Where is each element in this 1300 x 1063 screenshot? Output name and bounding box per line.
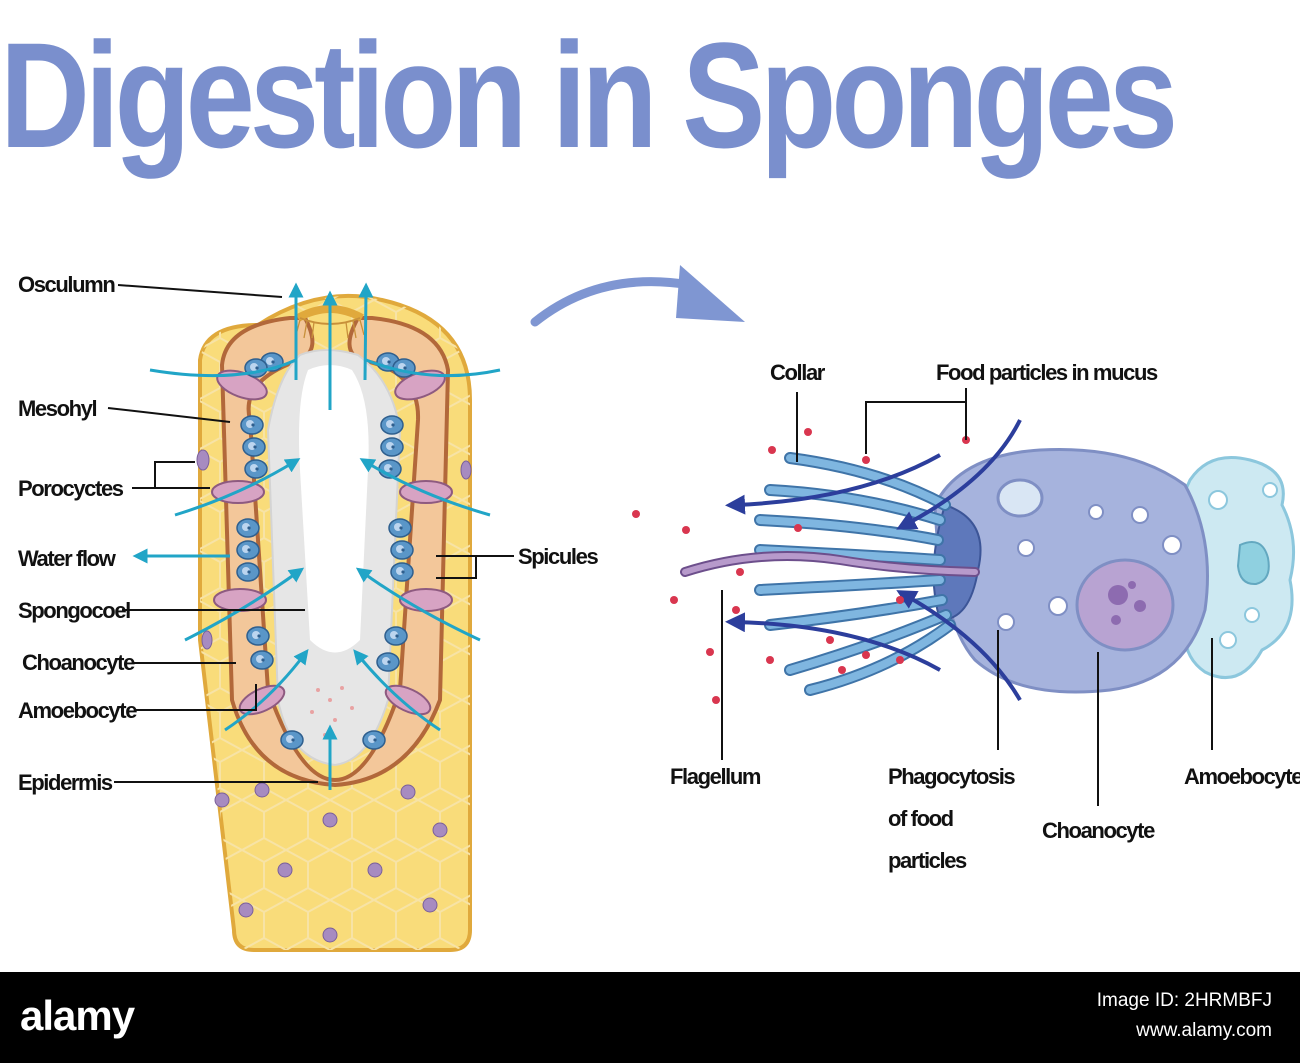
current-arrows [725,419,1022,702]
label-epidermis: Epidermis [18,770,113,795]
right-leader-lines [721,388,1213,806]
label-phagocytosis-line2: of food [888,806,953,831]
label-collar: Collar [770,360,826,385]
amoebocyte-cell [1176,456,1296,680]
label-spicules: Spicules [518,544,598,569]
zoom-arrow [530,265,745,327]
label-osculumn: Osculumn [18,272,115,297]
watermark-logo: alamy [20,992,135,1039]
osculum-fringe [295,319,365,339]
epidermis-nuclei [196,449,472,943]
site-url-text: www.alamy.com [1136,1020,1272,1041]
food-particles [632,428,970,704]
label-flagellum: Flagellum [670,764,761,789]
stock-info: Image ID: 2HRMBFJ www.alamy.com [1097,986,1272,1046]
label-amoebocyte-left: Amoebocyte [18,698,137,723]
sponge-body [132,282,501,952]
label-choanocyte-left: Choanocyte [22,650,135,675]
flagellum [680,551,980,577]
watermark-bar: alamy Image ID: 2HRMBFJ www.alamy.com [0,972,1300,1063]
label-choanocyte-right: Choanocyte [1042,818,1155,843]
label-spongocoel: Spongocoel [18,598,130,623]
label-mesohyl: Mesohyl [18,396,97,421]
left-leader-lines [107,284,514,783]
image-id-text: Image ID: 2HRMBFJ [1096,990,1272,1011]
choanocyte-cell [932,447,1209,694]
label-porocyctes: Porocyctes [18,476,124,501]
diagram-title: Digestion in Sponges [0,11,1178,179]
label-amoebocyte-right: Amoebocyte [1184,764,1300,789]
label-water-flow: Water flow [18,546,117,571]
water-flow-arrows [132,282,501,790]
label-phagocytosis-line1: Phagocytosis [888,764,1015,789]
label-phagocytosis-line3: particles [888,848,967,873]
label-food-particles: Food particles in mucus [936,360,1158,385]
